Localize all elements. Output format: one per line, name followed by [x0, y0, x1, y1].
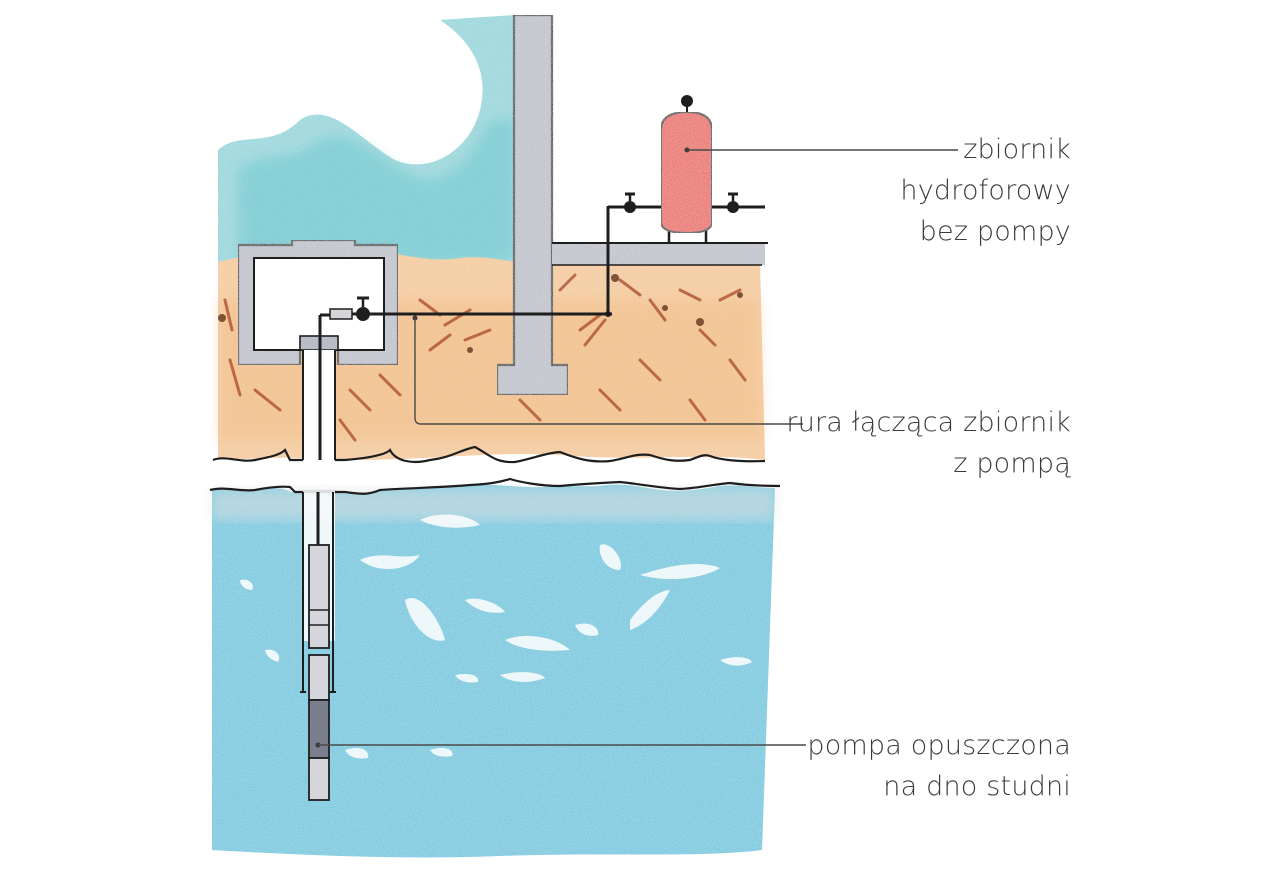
- break-line-bottom: [209, 477, 781, 495]
- label-connecting-pipe: rura łącząca zbiornik z pompą: [786, 402, 1071, 484]
- label-line: na dno studni: [883, 771, 1071, 802]
- label-line: pompa opuszczona: [807, 730, 1071, 761]
- break-line-top: [212, 445, 766, 464]
- valve-icon: [624, 192, 636, 213]
- well-chamber: [236, 238, 400, 367]
- soil-texture: [223, 273, 747, 442]
- riser-pipe: [316, 313, 330, 545]
- pump-motor: [308, 699, 330, 759]
- valve-icon: [356, 296, 370, 321]
- building-foundation: [495, 13, 768, 397]
- label-line: hydroforowy: [900, 175, 1071, 206]
- label-line: z pompą: [953, 448, 1071, 479]
- sky: [218, 15, 515, 262]
- submersible-pump: [308, 544, 330, 801]
- leader-lines: [315, 147, 958, 748]
- label-line: zbiornik: [963, 134, 1071, 165]
- leader-pipe: [414, 318, 803, 425]
- label-line: bez pompy: [919, 216, 1071, 247]
- aquifer: [209, 477, 781, 858]
- valve-icon: [727, 192, 739, 213]
- water-highlights: [240, 514, 752, 759]
- label-pressure-tank: zbiornik hydroforowy bez pompy: [900, 129, 1071, 252]
- label-line: rura łącząca zbiornik: [786, 407, 1071, 438]
- pressure-tank: [660, 95, 713, 243]
- tank-valve-icon: [681, 95, 693, 107]
- label-submersible-pump: pompa opuszczona na dno studni: [807, 725, 1071, 807]
